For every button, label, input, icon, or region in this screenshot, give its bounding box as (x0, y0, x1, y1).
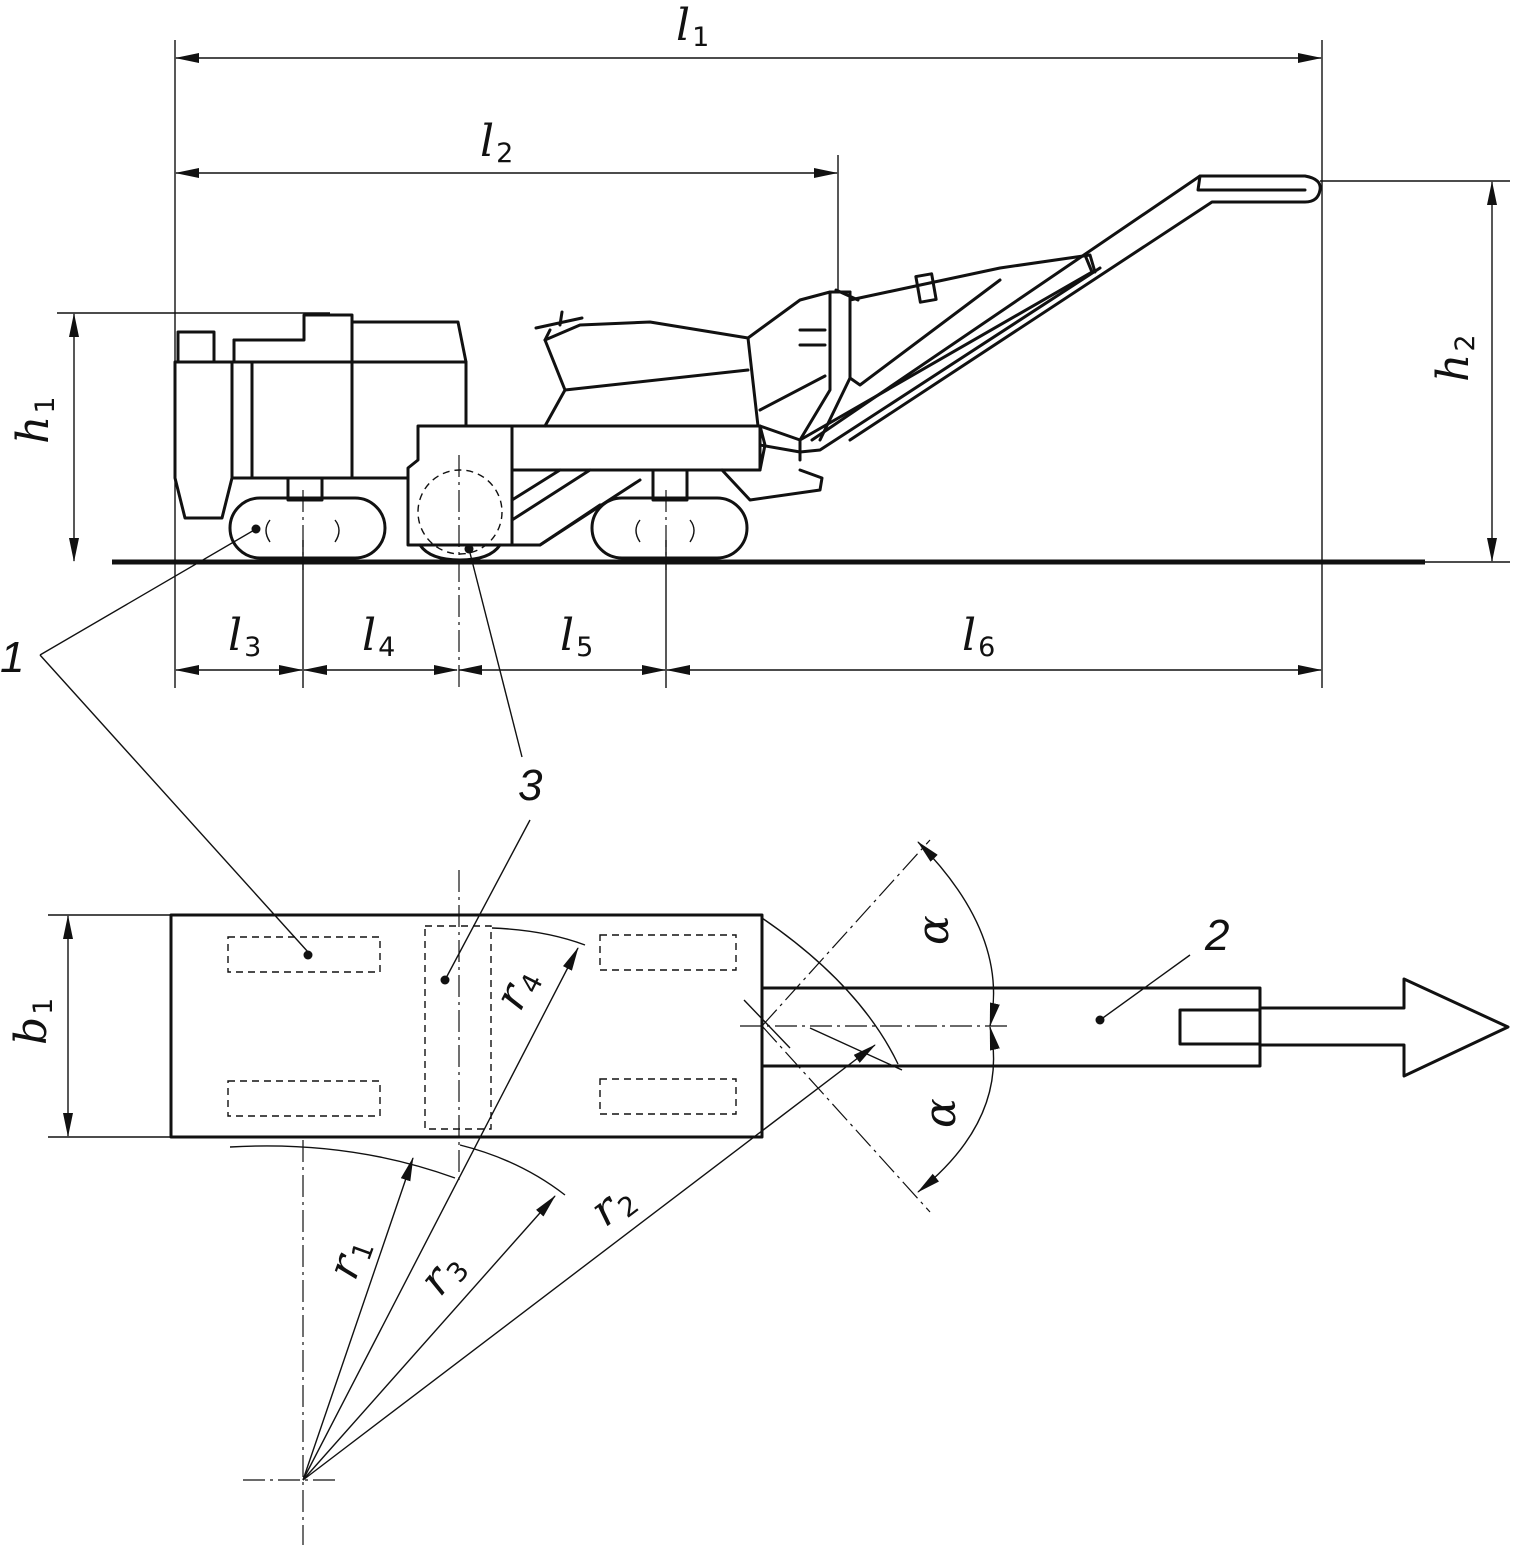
l6-sub: 6 (978, 632, 995, 663)
svg-text:l2: l2 (480, 116, 513, 169)
rotor-housing (406, 424, 514, 547)
l3-main: l (228, 610, 242, 661)
svg-text:h1: h1 (8, 396, 61, 444)
side-view: l1 l2 h1 h2 l3 l4 l5 l6 (0, 0, 1510, 981)
h2-main: h (1428, 354, 1479, 382)
svg-text:l3: l3 (228, 610, 261, 663)
svg-text:b1: b1 (6, 998, 59, 1045)
dimension-chain: l3 l4 l5 l6 (175, 610, 1322, 675)
l5-main: l (560, 610, 574, 661)
track-rear-top (227, 936, 381, 973)
svg-text:l4: l4 (362, 610, 395, 663)
l3-sub: 3 (244, 632, 261, 663)
callout-2: 2 (1099, 911, 1229, 1021)
l2-main: l (480, 116, 494, 167)
milling-machine (173, 174, 1322, 562)
callout-3-label: 3 (518, 761, 543, 810)
engine-housing (173, 360, 234, 520)
h1-main: h (8, 416, 59, 444)
l4-main: l (362, 610, 376, 661)
track-front-bottom (599, 1078, 737, 1115)
dimension-b1: b1 (6, 914, 171, 1138)
b1-main: b (6, 1017, 57, 1045)
extension-lines (57, 40, 1510, 688)
l6-main: l (962, 610, 976, 661)
h2-sub: 2 (1450, 334, 1481, 351)
b1-sub: 1 (28, 998, 59, 1015)
svg-text:l6: l6 (962, 610, 995, 663)
direction-arrow (1258, 977, 1510, 1078)
callout-1: 1 (0, 528, 309, 953)
track-rear-bottom (227, 1080, 381, 1117)
conveyor-plan (760, 977, 1510, 1078)
dimension-h1: h1 (8, 313, 79, 562)
svg-text:r4: r4 (484, 959, 549, 1019)
l1-sub: 1 (692, 22, 709, 53)
rear-track (228, 496, 387, 560)
l5-sub: 5 (576, 632, 593, 663)
callout-1-label: 1 (0, 633, 24, 682)
drum-outline (424, 925, 492, 1130)
turning-radii (302, 947, 876, 1481)
dimension-l2: l2 (175, 116, 838, 178)
l1-main: l (676, 0, 690, 51)
chassis-outline (169, 913, 764, 1139)
plan-view: 2 α α b1 r1 r3 r4 r2 (6, 839, 1510, 1545)
l2-sub: 2 (496, 138, 513, 169)
track-front-top (599, 934, 737, 971)
dimension-l1: l1 (175, 0, 1322, 63)
svg-text:l5: l5 (560, 610, 593, 663)
svg-text:r2: r2 (581, 1172, 645, 1239)
alpha-bottom-label: α (915, 1098, 966, 1128)
dimension-h2: h2 (1428, 181, 1497, 562)
discharge-conveyor (746, 174, 1322, 462)
alpha-top-label: α (908, 915, 959, 945)
callout-2-label: 2 (1204, 911, 1229, 960)
svg-text:h2: h2 (1428, 334, 1481, 382)
h1-sub: 1 (30, 396, 61, 413)
front-track (590, 496, 749, 560)
svg-text:l1: l1 (676, 0, 709, 53)
milling-drum (417, 469, 503, 555)
l4-sub: 4 (378, 632, 395, 663)
